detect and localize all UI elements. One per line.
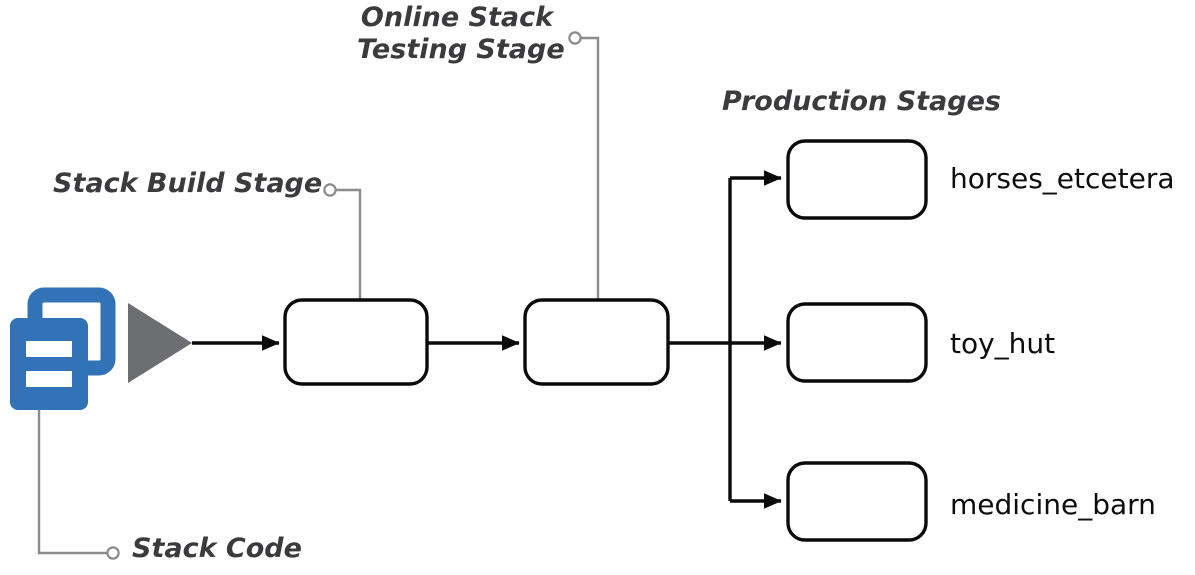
label-stack-build-stage: Stack Build Stage xyxy=(53,168,323,199)
stack-code-icon[interactable] xyxy=(10,287,116,410)
label-stack-code: Stack Code xyxy=(132,533,302,564)
production-box-3[interactable] xyxy=(786,461,928,542)
stack-code-icon-bar-top xyxy=(26,341,72,357)
callout-online-testing xyxy=(568,31,600,300)
production-stage-name-1: horses_etcetera xyxy=(950,162,1175,195)
callout-line-stack-build xyxy=(336,188,362,300)
callout-stack-code xyxy=(37,410,120,560)
stack-code-icon-front-sheet xyxy=(10,318,88,410)
label-production-stages: Production Stages xyxy=(722,86,1001,117)
online-testing-stage-box[interactable] xyxy=(523,298,670,386)
production-fanout-trunk xyxy=(668,170,782,509)
stack-build-stage-box[interactable] xyxy=(283,298,429,386)
callout-bullet-online-testing xyxy=(568,31,582,45)
callout-line-online-testing xyxy=(581,36,600,300)
label-online-testing-stage: Online Stack Testing Stage xyxy=(357,2,565,65)
callout-stack-build xyxy=(323,183,362,300)
production-box-2[interactable] xyxy=(786,302,928,383)
callout-line-stack-code xyxy=(37,410,107,555)
production-stage-name-2: toy_hut xyxy=(950,327,1056,360)
stack-code-icon-bar-bottom xyxy=(26,371,72,387)
production-stage-name-3: medicine_barn xyxy=(950,488,1156,521)
callout-bullet-stack-build xyxy=(323,183,337,197)
production-box-1[interactable] xyxy=(786,139,928,220)
trigger-triangle[interactable] xyxy=(128,303,192,383)
callout-bullet-stack-code xyxy=(106,546,120,560)
